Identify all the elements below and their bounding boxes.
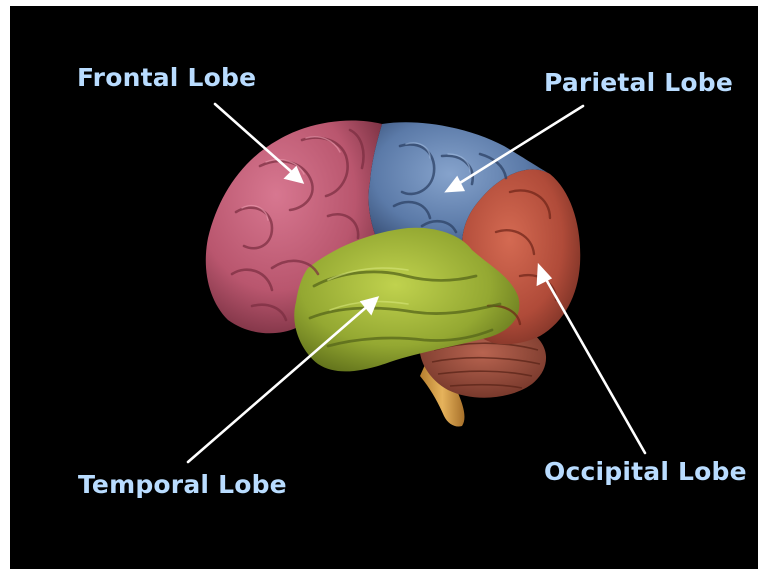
temporal-lobe-label: Temporal Lobe <box>78 472 287 497</box>
parietal-lobe-label: Parietal Lobe <box>544 70 733 95</box>
occipital-lobe-label: Occipital Lobe <box>544 459 747 484</box>
brain-diagram: Frontal Lobe Parietal Lobe Temporal Lobe… <box>10 6 758 569</box>
occipital-arrow <box>543 274 645 453</box>
frontal-lobe-label: Frontal Lobe <box>77 65 256 90</box>
